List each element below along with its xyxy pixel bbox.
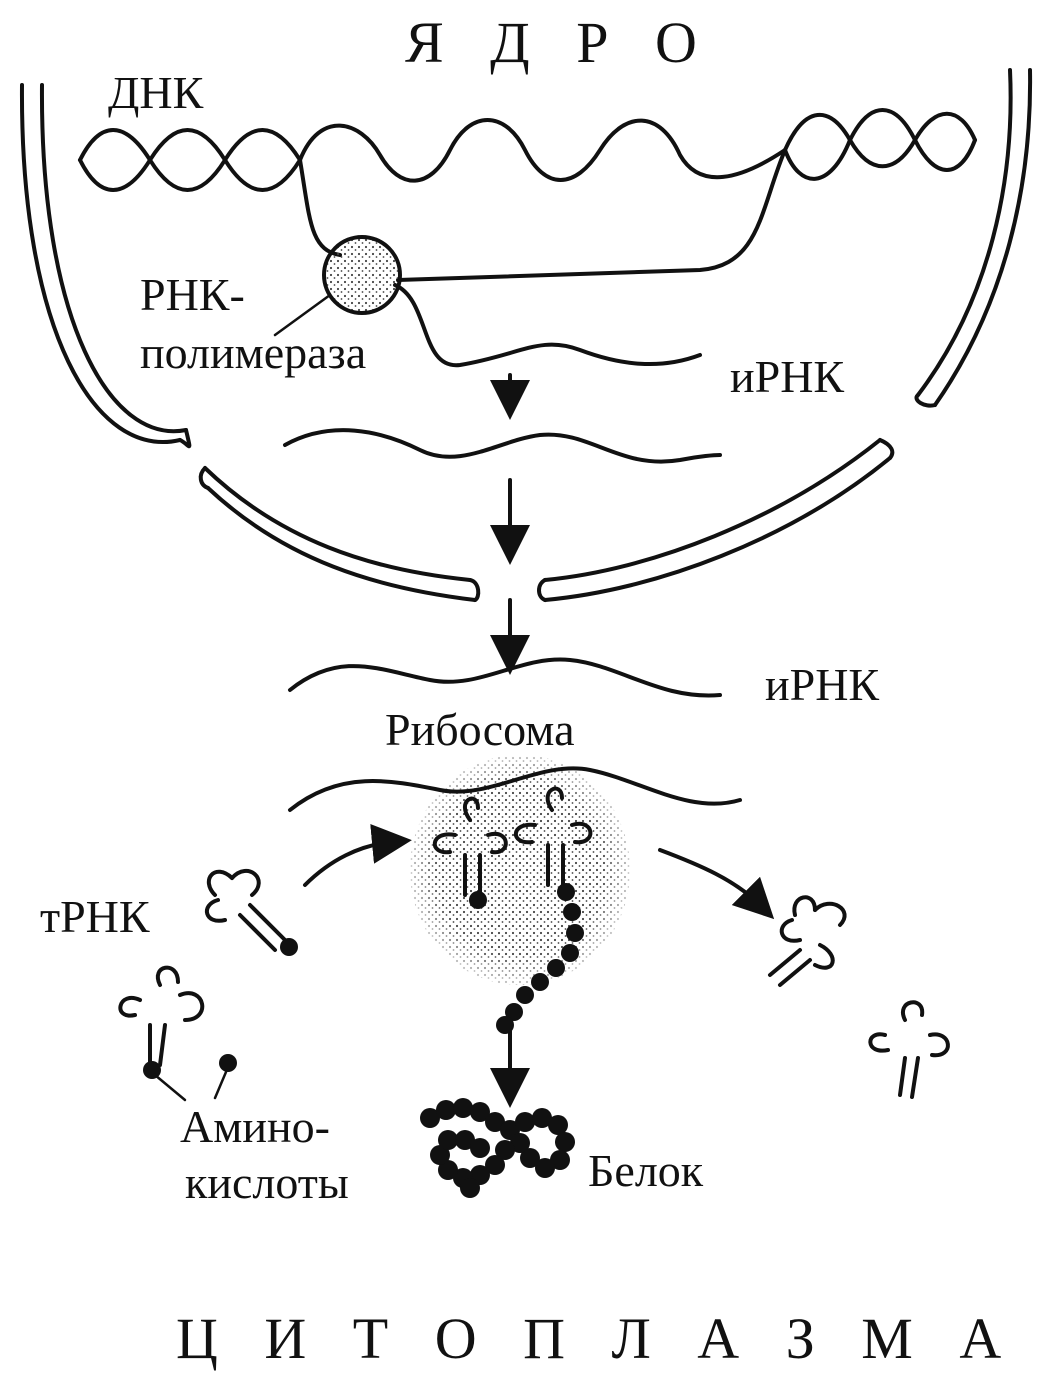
dna-helix-right <box>785 110 975 179</box>
dna-label: ДНК <box>108 67 204 118</box>
trna-free-left <box>207 871 298 956</box>
mrna-nucleus-label: иРНК <box>730 351 844 402</box>
rna-polymerase <box>275 237 400 335</box>
protein-label: Белок <box>588 1145 704 1196</box>
ribosome-label: Рибосома <box>385 704 575 755</box>
amino-acid-free <box>215 1054 237 1098</box>
amino-acids-label-line1: Амино- <box>180 1101 330 1152</box>
mrna-in-cytoplasm <box>290 660 720 696</box>
trna-with-amino-acid <box>120 968 202 1100</box>
dna-helix-left <box>80 130 300 190</box>
mrna-cytoplasm-label: иРНК <box>765 659 879 710</box>
protein-folded <box>420 1098 575 1198</box>
mrna-in-nucleus <box>285 430 720 461</box>
mrna-nascent <box>395 285 700 365</box>
rna-polymerase-label-line1: РНК- <box>140 269 245 320</box>
trna-label: тРНК <box>40 891 150 942</box>
cytoplasm-label: Ц И Т О П Л А З М А <box>176 1306 1017 1371</box>
rna-polymerase-label-line2: полимераза <box>140 327 366 378</box>
trna-released-2 <box>870 1002 948 1097</box>
trna-released-1 <box>770 897 845 985</box>
nucleus-label: Я Д Р О <box>405 10 713 75</box>
amino-acids-label-line2: кислоты <box>185 1157 349 1208</box>
